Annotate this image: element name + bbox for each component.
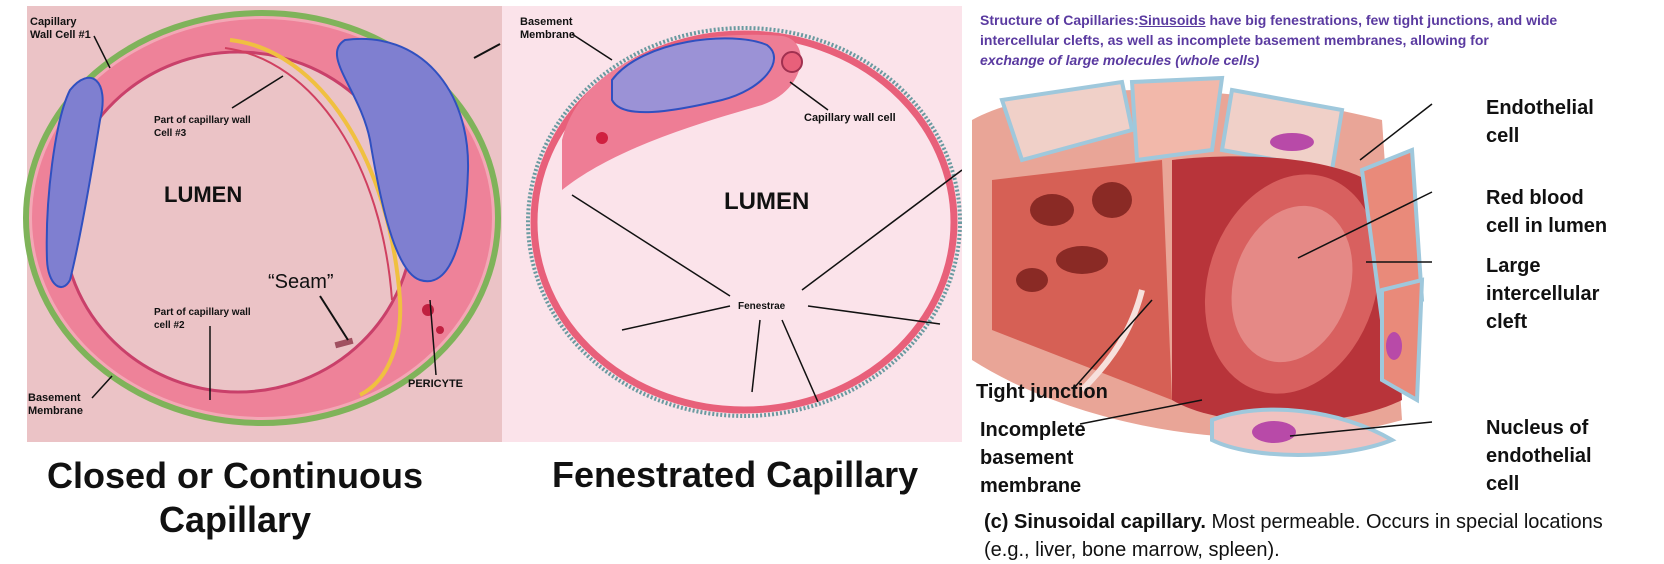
label-red-blood-cell: Red blood cell in lumen bbox=[1486, 184, 1607, 240]
caption-bold: (c) Sinusoidal capillary. bbox=[984, 511, 1206, 533]
label-incomplete-basement-membrane: Incomplete basement membrane bbox=[980, 416, 1086, 500]
label-part-of-cell-3: Part of capillary wall Cell #3 bbox=[154, 114, 251, 140]
sinusoidal-capillary-panel: Structure of Capillaries:Sinusoids have … bbox=[962, 0, 1664, 556]
continuous-capillary-panel: Capillary Wall Cell #1 Part of capillary… bbox=[0, 0, 502, 556]
label-capillary-wall-cell: Capillary wall cell bbox=[804, 112, 896, 125]
fenestrated-capillary-panel: Basement Membrane Capillary wall cell LU… bbox=[502, 0, 962, 556]
continuous-capillary-title: Closed or Continuous Capillary bbox=[20, 454, 450, 542]
label-nucleus-endothelial: Nucleus of endothelial cell bbox=[1486, 414, 1592, 498]
label-basement-membrane: Basement Membrane bbox=[28, 392, 83, 418]
fenestrated-capillary-title: Fenestrated Capillary bbox=[552, 454, 918, 496]
label-lumen: LUMEN bbox=[164, 182, 242, 208]
label-fenestrae: Fenestrae bbox=[738, 300, 785, 313]
label-seam: “Seam” bbox=[268, 276, 334, 289]
label-endothelial-cell: Endothelial cell bbox=[1486, 94, 1594, 150]
label-tight-junction: Tight junction bbox=[976, 378, 1108, 406]
label-large-intercellular-cleft: Large intercellular cleft bbox=[1486, 252, 1599, 336]
label-part-of-cell-2: Part of capillary wall cell #2 bbox=[154, 306, 251, 332]
label-pericyte: PERICYTE bbox=[408, 378, 463, 391]
label-basement-membrane-fenestrated: Basement Membrane bbox=[520, 16, 575, 42]
label-lumen-fenestrated: LUMEN bbox=[724, 188, 809, 216]
label-capillary-wall-cell-1: Capillary Wall Cell #1 bbox=[30, 16, 91, 42]
